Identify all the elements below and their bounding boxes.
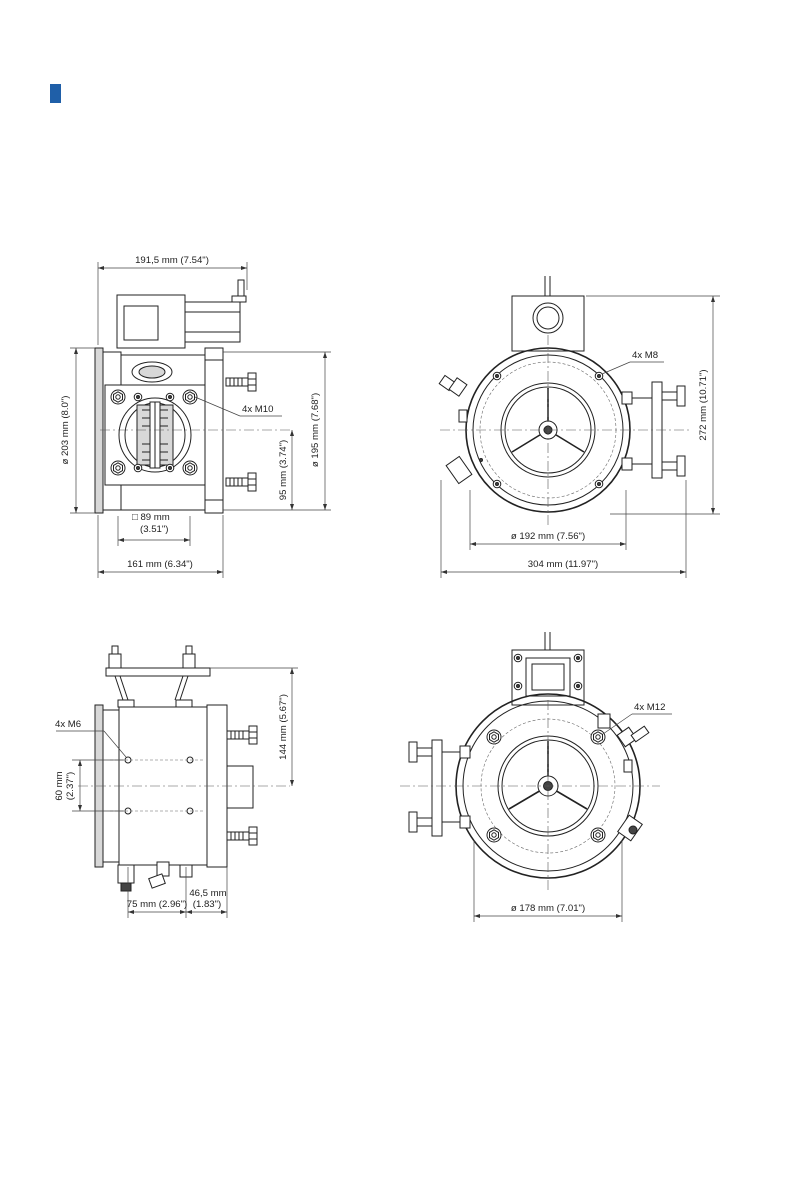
dim-center-height: 95 mm (3.74") [278, 440, 289, 500]
view-rear-bottom: 4x M12 ø 178 mm (7.01") [400, 632, 672, 922]
dim-height-144: 144 mm (5.67") [278, 694, 289, 760]
dim-spacing: 60 mm [54, 771, 65, 800]
dim-overall-width: 304 mm (11.97") [528, 559, 598, 570]
label-bolts-m10: 4x M10 [242, 404, 273, 415]
dim-spacing-in: (2.37") [65, 772, 76, 800]
view-side-bottom: 4x M6 60 mm (2.37") 144 mm (5.67") 75 mm… [54, 646, 298, 918]
dim-square-in: (3.51") [140, 524, 168, 535]
label-bolts-m12: 4x M12 [634, 702, 665, 713]
dim-square: □ 89 mm [132, 512, 170, 523]
dim-offset: 75 mm (2.96") [127, 899, 187, 910]
label-bolts-m8: 4x M8 [632, 350, 658, 361]
dim-width-top: 191,5 mm (7.54") [135, 255, 209, 266]
label-bolts-m6: 4x M6 [55, 719, 81, 730]
dim-height: 272 mm (10.71") [698, 369, 709, 440]
view-front-top: 4x M8 272 mm (10.71") ø 192 mm (7.56") 3… [439, 276, 720, 578]
dim-depth: 161 mm (6.34") [127, 559, 193, 570]
dim-edge-in: (1.83") [193, 899, 221, 910]
view-side-top: 191,5 mm (7.54") [60, 255, 331, 578]
dim-bolt-circle-192: ø 192 mm (7.56") [511, 531, 585, 542]
dim-outer-dia: ø 195 mm (7.68") [310, 393, 321, 467]
dim-edge: 46,5 mm [189, 888, 226, 899]
dim-bolt-circle-178: ø 178 mm (7.01") [511, 903, 585, 914]
dim-flange-dia: ø 203 mm (8.0") [60, 396, 71, 465]
